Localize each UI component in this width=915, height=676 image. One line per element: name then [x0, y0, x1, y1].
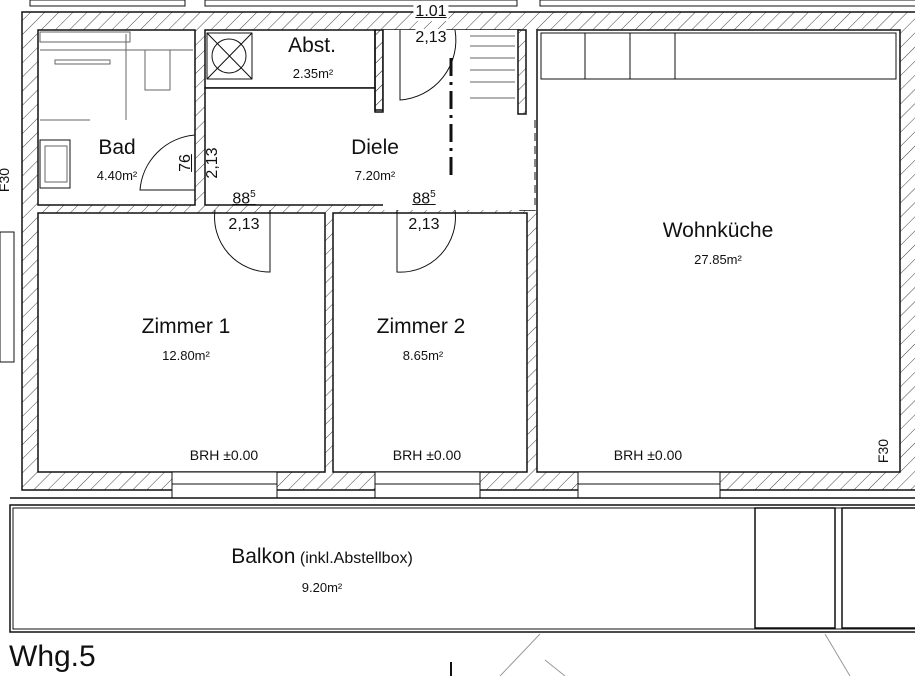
- dim-z2-width: 885: [412, 189, 436, 208]
- room-area-balkon: 9.20m²: [301, 580, 343, 595]
- room-zimmer1: [37, 212, 326, 473]
- room-area-zimmer1: 12.80m²: [162, 348, 210, 363]
- sill-height-zimmer1: BRH ±0.00: [189, 447, 259, 463]
- doors: [139, 29, 457, 273]
- room-label-balkon: Balkon (inkl.Abstellbox): [231, 545, 413, 569]
- room-area-abst: 2.35m²: [292, 66, 334, 81]
- dim-entry-width: 1.01: [413, 3, 449, 21]
- room-name-bad: Bad: [98, 136, 136, 159]
- unit-label: Whg.5: [9, 640, 96, 673]
- room-name-wohnkueche: Wohnküche: [662, 219, 774, 242]
- room-wohnkueche: [536, 29, 901, 473]
- fire-rating-label: F30: [875, 438, 891, 464]
- room-name-abst: Abst.: [288, 34, 336, 57]
- room-area-bad: 4.40m²: [96, 168, 138, 183]
- dim-entry-height: 2,13: [415, 29, 447, 47]
- room-bad: [37, 29, 196, 206]
- rooms: [37, 29, 901, 473]
- room-name-balkon: Balkon: [231, 545, 296, 568]
- storage-box: [754, 507, 836, 629]
- room-area-wohnkueche: 27.85m²: [694, 252, 742, 267]
- windows: [0, 231, 721, 499]
- room-area-diele: 7.20m²: [354, 168, 396, 183]
- sill-height-zimmer2: BRH ±0.00: [392, 447, 462, 463]
- balcony: [9, 497, 915, 676]
- sill-height-wohnkueche: BRH ±0.00: [613, 447, 683, 463]
- room-zimmer2: [332, 212, 528, 473]
- room-name-zimmer2: Zimmer 2: [376, 315, 466, 338]
- dim-z1-height: 2,13: [228, 216, 260, 234]
- kitchen-counter: [540, 32, 897, 80]
- dim-bad-height: 2,13: [204, 147, 221, 179]
- room-area-zimmer2: 8.65m²: [402, 348, 444, 363]
- dim-z1-width: 885: [232, 189, 256, 208]
- furniture: [39, 31, 897, 205]
- room-name-diele: Diele: [351, 136, 399, 159]
- ventilation-shaft: [206, 32, 253, 80]
- dim-z2-height: 2,13: [408, 216, 440, 234]
- fire-rating-label-left: F30: [0, 167, 12, 193]
- room-name-zimmer1: Zimmer 1: [141, 315, 231, 338]
- room-qualifier-balkon: (inkl.Abstellbox): [299, 550, 413, 567]
- dim-bad-width: 76: [177, 154, 194, 172]
